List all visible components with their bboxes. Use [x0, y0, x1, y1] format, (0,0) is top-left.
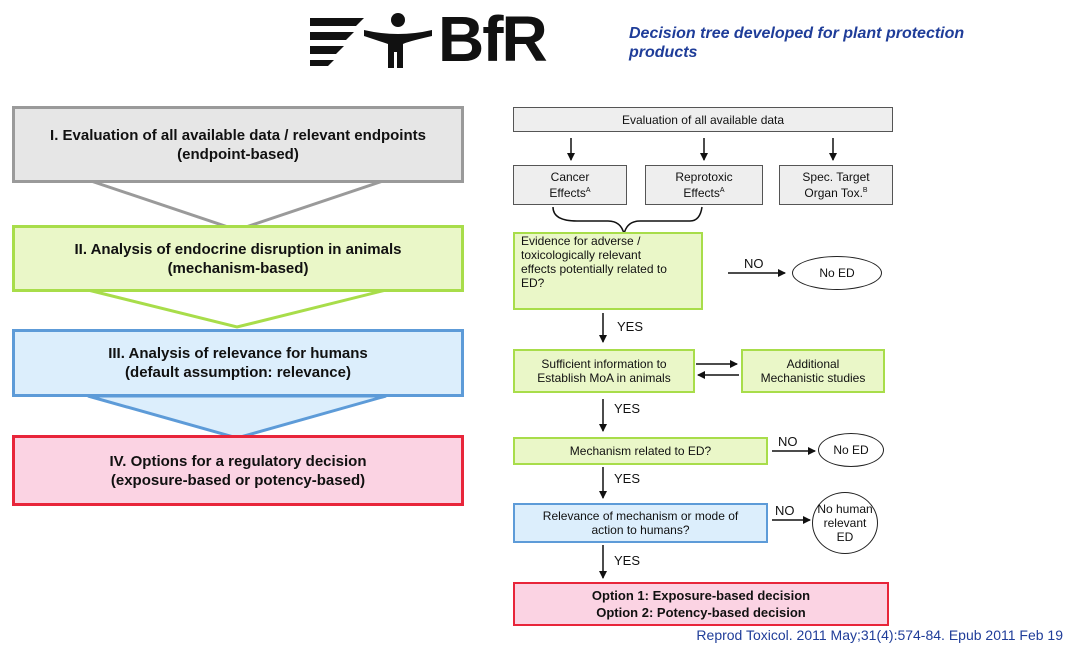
evidence-line3: effects potentially related to — [521, 262, 667, 276]
bfr-logo: BfR — [306, 3, 606, 75]
stage-2-box: II. Analysis of endocrine disruption in … — [12, 225, 464, 292]
sufficient-line1: Sufficient information to — [541, 357, 667, 371]
flow-box-reprotoxic: Reprotoxic EffectsA — [645, 165, 763, 205]
page-title-line1: Decision tree developed for plant protec… — [629, 25, 965, 42]
label-no-1: NO — [744, 256, 764, 271]
no-human-line1: No human — [817, 502, 873, 516]
flow-box-mechanism: Mechanism related to ED? — [513, 437, 768, 465]
relevance-line1: Relevance of mechanism or mode of — [542, 509, 739, 523]
cancer-line2-wrap: EffectsA — [549, 184, 590, 200]
cancer-sup: A — [585, 187, 591, 194]
sufficient-line2: Establish MoA in animals — [537, 371, 671, 385]
stage-2-title: II. Analysis of endocrine disruption in … — [74, 240, 402, 258]
evidence-line4: ED? — [521, 276, 545, 290]
label-yes-4: YES — [614, 553, 641, 568]
cancer-line2: Effects — [549, 186, 586, 200]
flow-box-all-data: Evaluation of all available data — [513, 107, 893, 132]
stage-4-title: IV. Options for a regulatory decision — [109, 452, 367, 470]
stage-arrows — [87, 178, 387, 440]
flow-box-evidence: Evidence for adverse / toxicologically r… — [513, 232, 703, 310]
flow-box-relevance: Relevance of mechanism or mode of action… — [513, 503, 768, 543]
no-human-line3: ED — [836, 530, 854, 544]
reprotoxic-line2: Effects — [683, 186, 720, 200]
evidence-line1: Evidence for adverse / — [521, 234, 641, 248]
stage-4-box: IV. Options for a regulatory decision (e… — [12, 435, 464, 506]
effects-brace — [552, 206, 703, 235]
no-human-line2: relevant — [823, 516, 867, 530]
reprotoxic-line2-wrap: EffectsA — [683, 184, 724, 200]
stage-3-title: III. Analysis of relevance for humans — [108, 345, 368, 362]
stage-2-subtitle: (mechanism-based) — [167, 259, 309, 277]
organtox-line2-wrap: Organ Tox.B — [804, 184, 867, 200]
stage-1-title: I. Evaluation of all available data / re… — [50, 126, 426, 144]
stage-4-subtitle: (exposure-based or potency-based) — [110, 471, 366, 489]
stage-1-subtitle: (endpoint-based) — [177, 145, 299, 163]
label-no-3: NO — [775, 503, 795, 518]
organtox-sup: B — [862, 187, 868, 194]
stage-3-subtitle: (default assumption: relevance) — [125, 364, 351, 381]
cancer-line1: Cancer — [550, 170, 590, 184]
bfr-logo-text: BfR — [438, 3, 548, 75]
label-yes-2: YES — [614, 401, 641, 416]
oval-no-human-ed: No human relevant ED — [812, 492, 878, 554]
reprotoxic-line1: Reprotoxic — [675, 170, 733, 184]
oval-no-ed-1: No ED — [792, 256, 882, 290]
page-title-line2: products — [629, 44, 698, 61]
reprotoxic-sup: A — [719, 187, 725, 194]
stage-3-box: III. Analysis of relevance for humans (d… — [12, 329, 464, 397]
bfr-logo-figure-icon — [310, 13, 432, 68]
label-yes-3: YES — [614, 471, 641, 486]
label-no-2: NO — [778, 434, 798, 449]
flow-box-sufficient: Sufficient information to Establish MoA … — [513, 349, 695, 393]
organtox-line1: Spec. Target — [802, 170, 870, 184]
additional-line1: Additional — [786, 357, 840, 371]
citation: Reprod Toxicol. 2011 May;31(4):574-84. E… — [696, 627, 1063, 643]
flow-box-additional: Additional Mechanistic studies — [741, 349, 885, 393]
flow-box-cancer: Cancer EffectsA — [513, 165, 627, 205]
relevance-line2: action to humans? — [591, 523, 690, 537]
stage-1-box: I. Evaluation of all available data / re… — [12, 106, 464, 183]
oval-no-ed-2: No ED — [818, 433, 884, 467]
flow-box-options: Option 1: Exposure-based decision Option… — [513, 582, 889, 626]
option-1: Option 1: Exposure-based decision — [591, 588, 811, 603]
flow-box-organtox: Spec. Target Organ Tox.B — [779, 165, 893, 205]
option-2: Option 2: Potency-based decision — [596, 605, 806, 620]
organtox-line2: Organ Tox. — [804, 186, 863, 200]
page-title: Decision tree developed for plant protec… — [629, 24, 1049, 62]
label-yes-1: YES — [617, 319, 644, 334]
additional-line2: Mechanistic studies — [760, 371, 866, 385]
evidence-line2: toxicologically relevant — [521, 248, 642, 262]
